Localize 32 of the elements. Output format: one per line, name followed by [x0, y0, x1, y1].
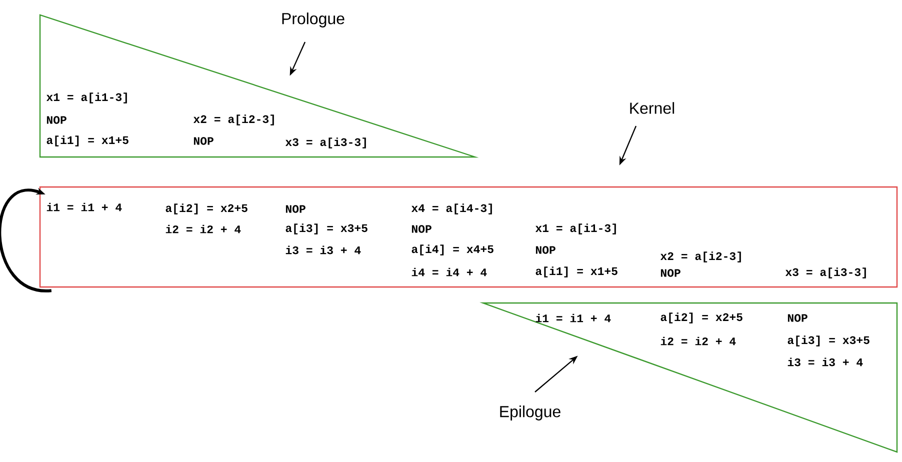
- code-line: i2 = i2 + 4: [660, 336, 736, 346]
- code-line: x2 = a[i2-3]: [660, 252, 741, 262]
- code-line: i1 = i1 + 4: [536, 314, 611, 322]
- stage-label: Kernel: [630, 102, 674, 114]
- code-line: i3 = i3 + 4: [286, 246, 361, 254]
- code-line: x1 = a[i1-3]: [535, 224, 616, 234]
- code-line: a[i1] = x1+5: [536, 266, 618, 278]
- code-line: NOP: [194, 137, 214, 145]
- stage-label: Epilogue: [500, 406, 560, 420]
- code-line: i4 = i4 + 4: [412, 268, 487, 276]
- code-line: a[i2] = x2+5: [166, 204, 248, 214]
- code-line: x3 = a[i3-3]: [785, 268, 866, 278]
- arrow: [0, 188, 52, 292]
- code-line: NOP: [660, 269, 680, 277]
- code-line: i1 = i1 + 4: [46, 202, 122, 212]
- stage-label: Prologue: [282, 12, 344, 28]
- code-line: NOP: [286, 205, 306, 213]
- code-line: NOP: [788, 314, 808, 322]
- code-line: i2 = i2 + 4: [166, 224, 241, 234]
- code-line: a[i1] = x1+5: [46, 136, 128, 146]
- code-line: x3 = a[i3-3]: [286, 138, 366, 148]
- code-line: a[i3] = x3+5: [788, 336, 870, 346]
- code-line: x4 = a[i4-3]: [412, 204, 492, 214]
- code-line: a[i2] = x2+5: [660, 312, 742, 324]
- code-line: x2 = a[i2-3]: [194, 114, 274, 126]
- code-line: NOP: [412, 225, 432, 233]
- code-line: x1 = a[i1-3]: [46, 92, 127, 104]
- code-line: NOP: [46, 116, 66, 124]
- code-line: i3 = i3 + 4: [788, 358, 863, 366]
- code-line: a[i4] = x4+5: [412, 244, 494, 256]
- code-line: NOP: [536, 246, 556, 254]
- code-line: a[i3] = x3+5: [286, 224, 368, 234]
